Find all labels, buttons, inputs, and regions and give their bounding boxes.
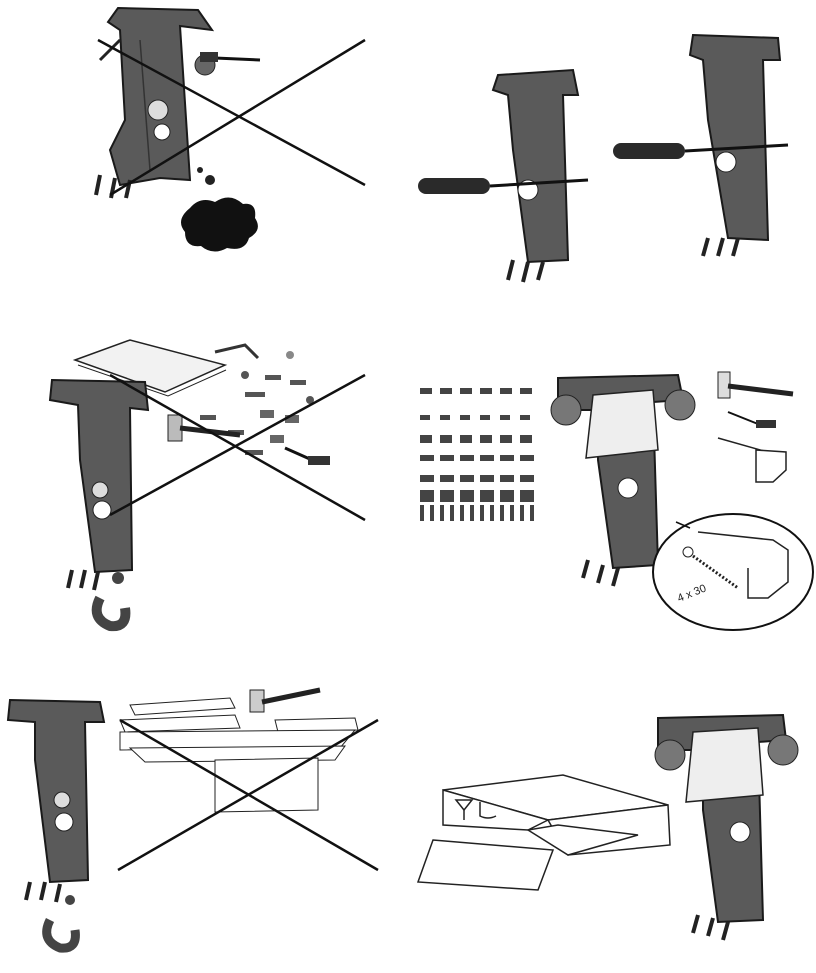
- question-mark-icon: [42, 895, 80, 953]
- cross-mark: [109, 373, 366, 522]
- illustration-wrong-screwdriver: [94, 6, 366, 252]
- tree-character-reading: [550, 373, 696, 587]
- sorted-parts-grid: [420, 388, 534, 521]
- detail-callout: 4 x 30: [652, 513, 814, 631]
- panel-wrong-screwdriver: [0, 0, 408, 300]
- ink-spot: [181, 167, 258, 252]
- tree-character: [48, 378, 150, 591]
- panel-correct-screwdriver: [408, 0, 816, 300]
- screwdriver-icon: [418, 178, 589, 194]
- tree-character-reading: [654, 713, 799, 941]
- box-symbol-icon: [454, 799, 497, 820]
- scattered-parts: [200, 343, 314, 455]
- stacked-panels: [119, 697, 359, 813]
- illustration-wrong-panels-stacked: [6, 687, 379, 953]
- hammer-icon: [249, 687, 321, 713]
- hammer-icon: [717, 371, 794, 399]
- question-mark-icon: [91, 572, 131, 632]
- panel-wrong-parts-scattered: [0, 320, 408, 650]
- screwdriver-icon: [284, 446, 330, 465]
- illustration-correct-box-opened: [416, 713, 799, 941]
- illustration-correct-screwdriver: [418, 33, 789, 283]
- panel-wrong-panels-stacked: [0, 660, 408, 973]
- panel-correct-parts-sorted: 4 x 30: [408, 320, 816, 650]
- illustration-wrong-parts-scattered: [48, 339, 366, 632]
- cross-mark: [97, 38, 366, 197]
- screwdriver-icon: [200, 52, 261, 62]
- illustration-correct-parts-sorted: 4 x 30: [420, 371, 814, 631]
- opened-box: [416, 774, 671, 891]
- panel-correct-box-opened: [408, 660, 816, 973]
- tree-character-left: [491, 68, 580, 283]
- screwdriver-icon: [613, 143, 789, 159]
- tree-character-right: [688, 33, 782, 257]
- hex-key-icon: [717, 437, 787, 483]
- screw-icon: [682, 546, 739, 590]
- cross-mark: [117, 718, 379, 872]
- tree-character: [6, 698, 106, 903]
- screwdriver-icon: [727, 411, 776, 428]
